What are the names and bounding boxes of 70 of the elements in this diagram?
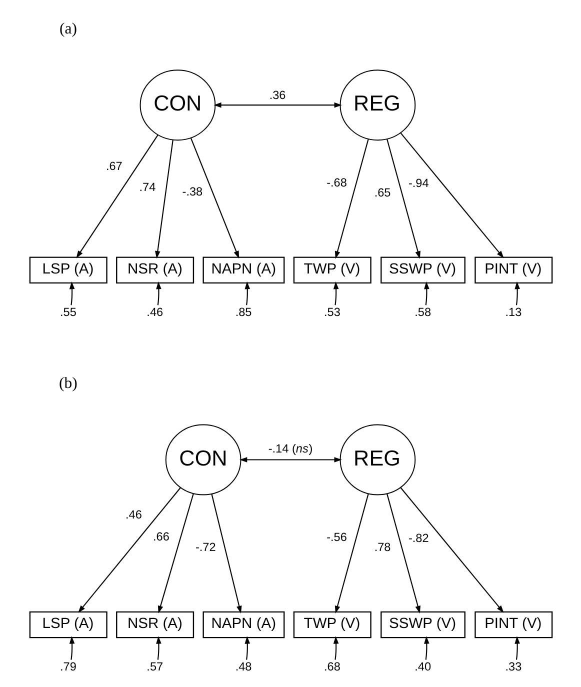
arrow xyxy=(386,494,420,614)
arrow xyxy=(400,132,504,258)
edge-label: -.72 xyxy=(194,540,216,554)
arrow xyxy=(334,139,368,259)
arrow xyxy=(157,493,194,614)
node-circle: CON xyxy=(139,70,216,141)
node-box: SSWP (V) xyxy=(380,611,465,638)
node-text: .55 xyxy=(59,305,76,320)
node-box: TWP (V) xyxy=(292,611,371,638)
edge-label: .74 xyxy=(138,180,156,194)
arrow xyxy=(244,636,250,660)
edge-label: .46 xyxy=(124,507,142,522)
label: (a) xyxy=(58,20,76,38)
node-box: PINT (V) xyxy=(474,611,552,638)
node-circle: REG xyxy=(339,424,416,496)
arrow xyxy=(68,636,74,660)
node-box: NAPN (A) xyxy=(202,611,284,638)
node-box: NSR (A) xyxy=(116,256,194,284)
arrow xyxy=(156,636,161,660)
node-text: .57 xyxy=(146,660,163,674)
arrow xyxy=(190,138,239,259)
node-text: .13 xyxy=(504,305,522,320)
node-text: .58 xyxy=(414,305,431,320)
edge-label: -.14 (ns) xyxy=(268,441,312,456)
arrow xyxy=(156,282,161,306)
arrow xyxy=(68,282,74,306)
arrow xyxy=(239,457,342,462)
label: (b) xyxy=(58,375,77,392)
edge-label: .78 xyxy=(374,540,390,554)
arrow xyxy=(386,139,420,259)
edge-label: -.56 xyxy=(326,530,346,544)
edge-label: -.68 xyxy=(326,176,346,190)
arrow xyxy=(213,102,342,108)
node-text: .79 xyxy=(59,660,76,674)
edge-label: .65 xyxy=(374,185,390,200)
node-text: .48 xyxy=(234,660,252,674)
arrow xyxy=(332,282,338,306)
node-circle: REG xyxy=(339,70,416,141)
arrow xyxy=(400,487,504,613)
node-text: .53 xyxy=(324,305,340,320)
arrow xyxy=(334,494,368,614)
arrow xyxy=(210,494,242,614)
arrow xyxy=(244,282,250,306)
arrow xyxy=(78,487,180,613)
arrow xyxy=(514,282,520,306)
node-box: NSR (A) xyxy=(116,611,194,638)
edge-label: .67 xyxy=(105,159,122,174)
arrow xyxy=(514,636,520,660)
arrow xyxy=(424,282,429,306)
node-box: LSP (A) xyxy=(28,611,107,638)
edge-label: .36 xyxy=(268,88,286,102)
arrow xyxy=(424,636,429,660)
edge-label: -.38 xyxy=(182,184,202,198)
node-text: .33 xyxy=(504,660,522,674)
node-text: .85 xyxy=(234,305,252,320)
edge-label: -.94 xyxy=(408,176,428,190)
node-box: TWP (V) xyxy=(292,256,371,284)
arrow xyxy=(332,636,338,660)
edge-label: .66 xyxy=(152,529,169,544)
node-box: SSWP (V) xyxy=(380,256,465,284)
arrow xyxy=(76,134,158,258)
node-box: PINT (V) xyxy=(474,256,552,284)
node-circle: CON xyxy=(164,424,241,496)
edge-label: -.82 xyxy=(408,530,428,545)
node-text: .68 xyxy=(324,660,340,674)
node-box: LSP (A) xyxy=(28,256,107,284)
node-text: .40 xyxy=(414,660,431,674)
node-box: NAPN (A) xyxy=(202,256,284,284)
arrow xyxy=(154,140,173,259)
node-text: .46 xyxy=(146,305,163,320)
